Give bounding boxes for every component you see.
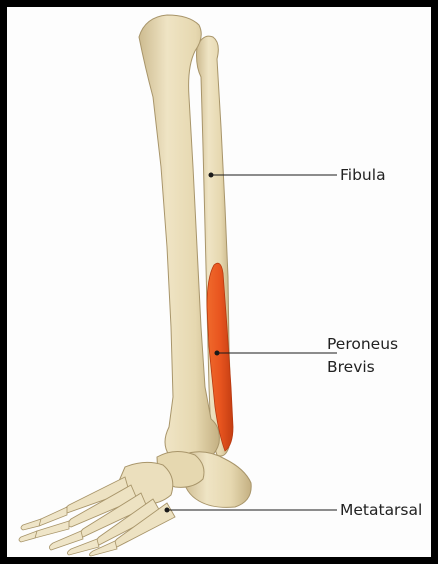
diagram-canvas: Fibula Peroneus Brevis Metatarsal <box>7 7 431 557</box>
leg-skeleton-illustration <box>7 7 431 557</box>
fibula-leader-dot <box>209 173 214 178</box>
fibula-label: Fibula <box>340 165 386 185</box>
peroneus-brevis-leader-dot <box>215 351 220 356</box>
phalanx-bones <box>19 507 117 556</box>
metatarsal-leader-dot <box>165 508 170 513</box>
peroneus-brevis-label-line2: Brevis <box>327 357 375 377</box>
metatarsal-label: Metatarsal <box>340 500 422 520</box>
peroneus-brevis-label-line1: Peroneus <box>327 334 398 354</box>
